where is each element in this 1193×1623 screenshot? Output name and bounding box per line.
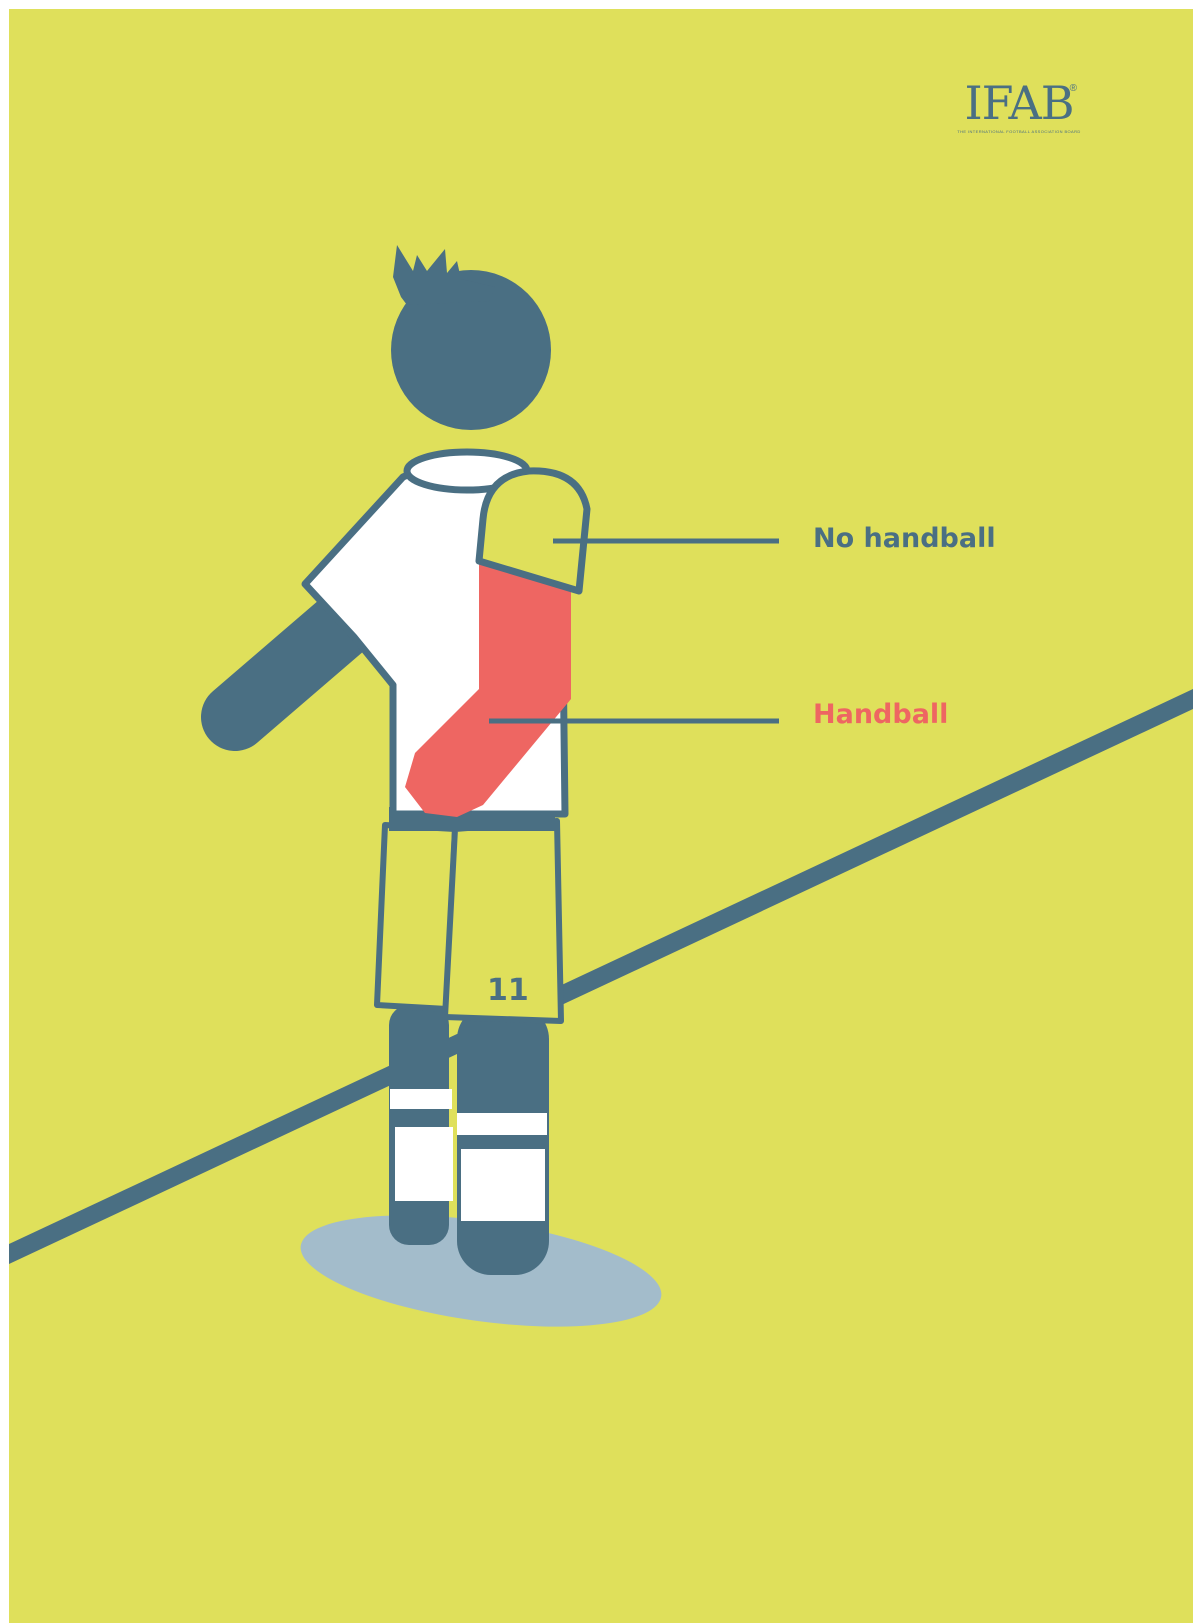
leg-right xyxy=(457,1005,549,1275)
label-handball: Handball xyxy=(813,699,948,730)
sock-right xyxy=(461,1149,545,1221)
logo-tagline: THE INTERNATIONAL FOOTBALL ASSOCIATION B… xyxy=(949,129,1089,134)
sock-left xyxy=(395,1127,453,1201)
sock-left-band xyxy=(390,1089,452,1109)
label-no-handball: No handball xyxy=(813,523,996,554)
logo-registered-mark: ® xyxy=(1070,83,1077,94)
pitch-line xyxy=(9,689,1193,1264)
handball-diagram xyxy=(9,9,1193,1623)
shorts-left-panel xyxy=(377,825,455,1009)
leg-left xyxy=(389,1005,449,1245)
sock-right-band xyxy=(457,1113,547,1135)
logo-wordmark: IFAB xyxy=(949,79,1089,127)
jersey-number: 11 xyxy=(487,973,529,1008)
ifab-logo: IFAB ® THE INTERNATIONAL FOOTBALL ASSOCI… xyxy=(949,79,1089,149)
left-arm xyxy=(235,619,349,717)
illustration-canvas: IFAB ® THE INTERNATIONAL FOOTBALL ASSOCI… xyxy=(9,9,1193,1623)
